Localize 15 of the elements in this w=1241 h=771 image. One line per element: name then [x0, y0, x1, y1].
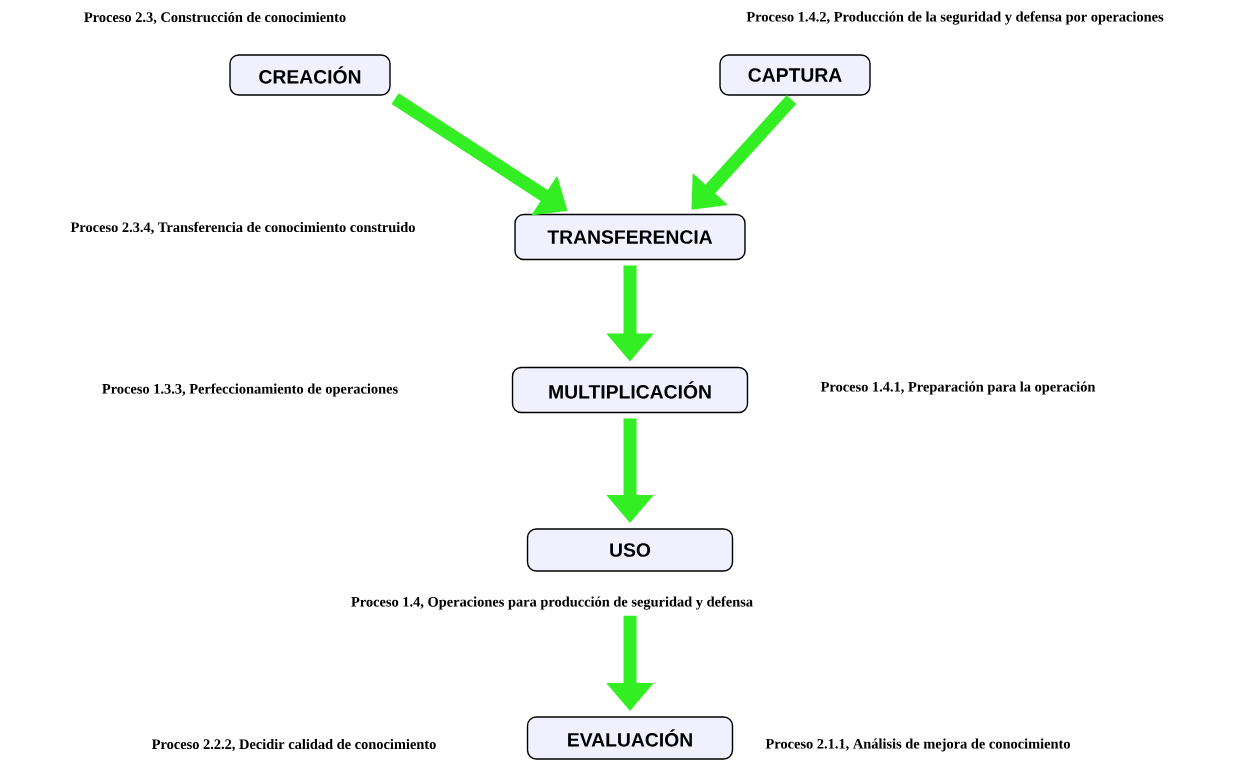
arrow — [691, 95, 797, 210]
caption-text: Proceso 2.1.1, Análisis de mejora de conocimiento — [765, 738, 1070, 752]
process-box: CAPTURA — [719, 54, 871, 96]
caption-text: Proceso 1.4.1, Preparación para la operación — [820, 381, 1096, 395]
process-box: EVALUACIÓN — [526, 716, 734, 760]
process-box: USO — [526, 528, 734, 572]
caption-text: Proceso 1.4, Operaciones para producción de seguridad y defensa — [351, 596, 753, 610]
caption-text: Proceso 2.2.2, Decidir calidad de conocimiento — [151, 738, 436, 752]
process-box: CREACIÓN — [229, 54, 391, 96]
process-box: TRANSFERENCIA — [514, 213, 746, 261]
caption-text: Proceso 2.3, Construcción de conocimiento — [84, 11, 346, 25]
caption-text: Proceso 1.4.2, Producción de la seguridad y defensa por operaciones — [746, 11, 1164, 25]
caption-text: Proceso 1.3.3, Perfeccionamiento de operaciones — [102, 383, 398, 397]
process-box: MULTIPLICACIÓN — [511, 366, 749, 414]
caption-text: Proceso 2.3.4, Transferencia de conocimiento construido — [70, 221, 415, 235]
